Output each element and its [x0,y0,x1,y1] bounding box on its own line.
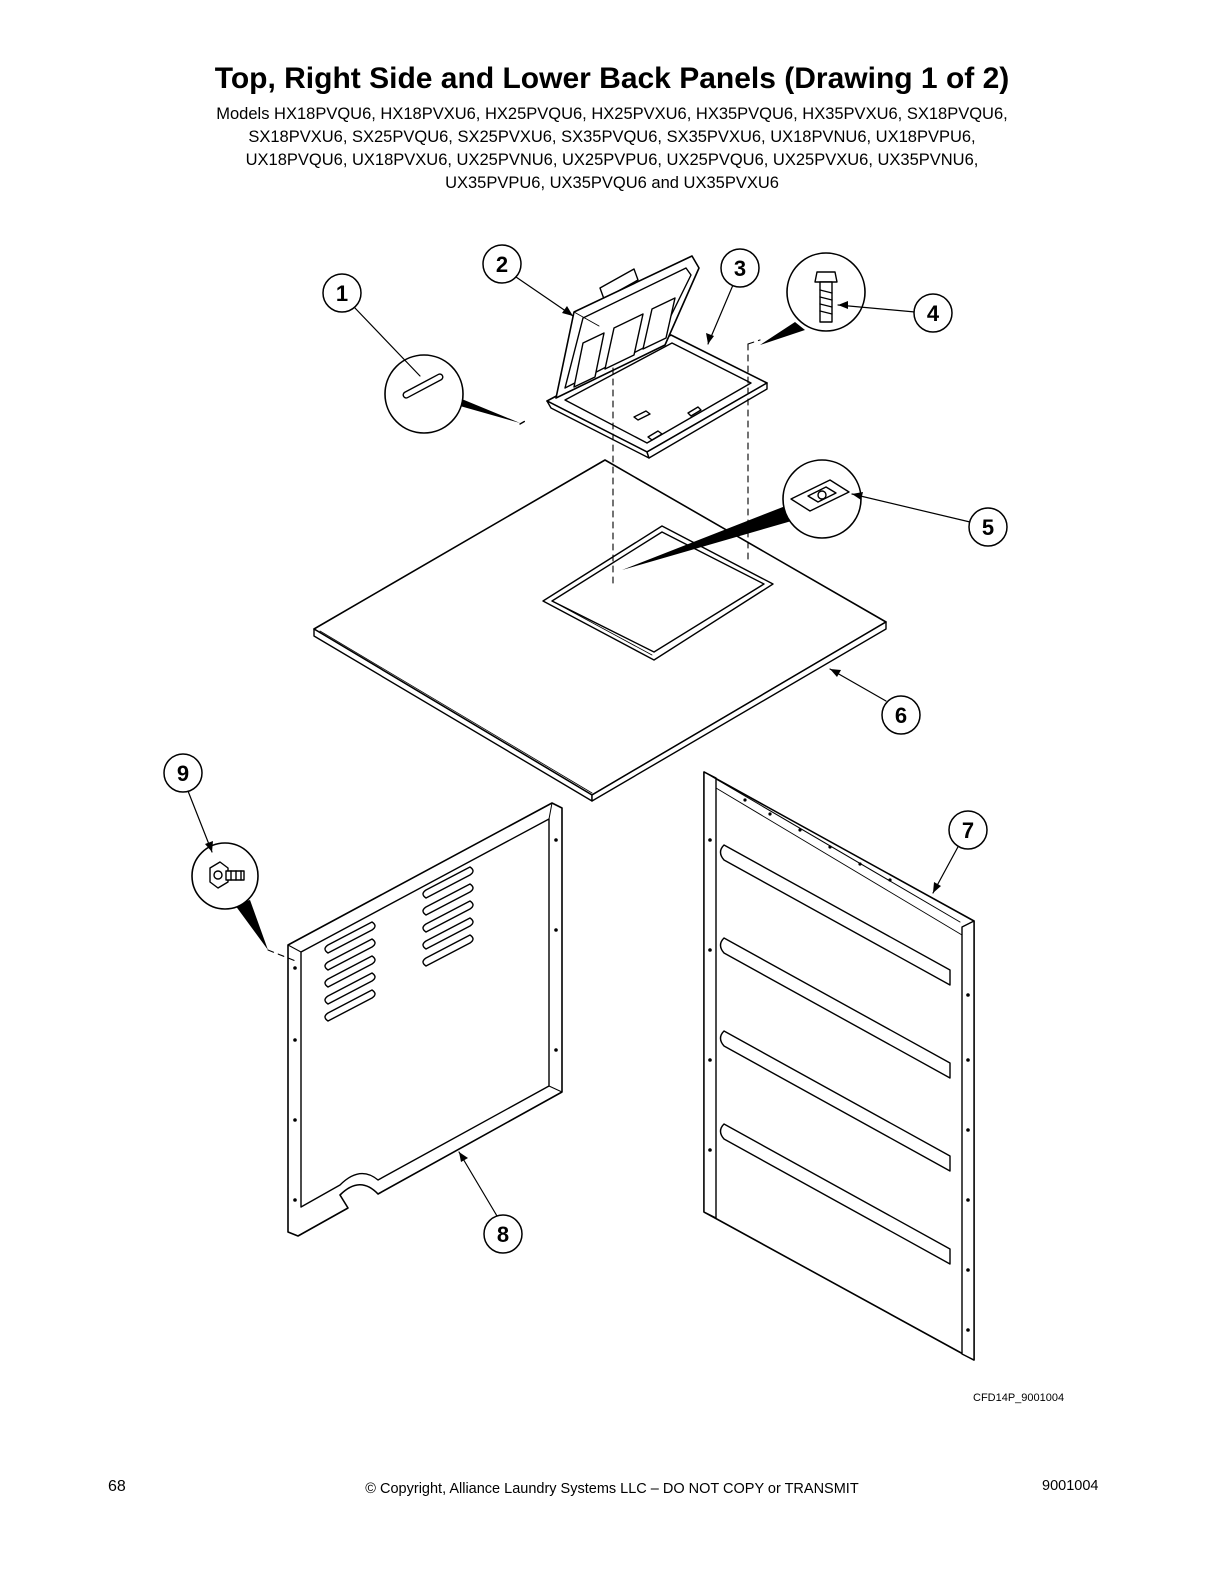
callout-8: 8 [458,1151,523,1254]
models-line: UX18PVQU6, UX18PVXU6, UX25PVNU6, UX25PVP… [245,151,979,169]
callout-9: 9 [163,753,213,853]
callout-1: 1 [322,273,421,377]
callout-3: 3 [706,248,760,345]
callout-6: 6 [829,668,921,735]
drawing-id: CFD14P_9001004 [973,1392,1065,1404]
models-list: Models HX18PVQU6, HX18PVXU6, HX25PVQU6, … [140,103,1084,195]
models-line: Models HX18PVQU6, HX18PVXU6, HX25PVQU6, … [216,105,1008,123]
callout-label: 7 [962,818,974,843]
callout-2: 2 [482,244,574,317]
callout-label: 4 [927,301,940,326]
callout-5: 5 [851,492,1008,547]
screw-detail-circle [760,252,866,345]
page-title: Top, Right Side and Lower Back Panels (D… [214,62,1010,95]
pin-detail-circle [384,354,528,434]
lower-back-panel [287,802,563,1237]
callout-label: 8 [497,1222,509,1247]
callout-label: 5 [982,515,994,540]
assembly-lines [267,339,761,963]
document-number: 9001004 [1042,1478,1099,1494]
callout-label: 3 [734,256,746,281]
copyright-notice: © Copyright, Alliance Laundry Systems LL… [365,1481,859,1497]
top-panel [313,459,887,802]
callout-4: 4 [837,293,953,333]
right-side-panel [703,771,975,1361]
callout-label: 9 [177,761,189,786]
page-number: 68 [108,1478,126,1495]
control-lid [555,255,700,399]
callout-7: 7 [932,810,988,894]
screw-small-detail-circle [191,842,268,950]
callout-label: 6 [895,703,907,728]
models-line: SX18PVXU6, SX25PVQU6, SX25PVXU6, SX35PVQ… [248,128,976,146]
callout-label: 2 [496,252,508,277]
models-line: UX35PVPU6, UX35PVQU6 and UX35PVXU6 [445,174,779,192]
label-detail-circle [622,459,862,570]
callout-label: 1 [336,281,348,306]
